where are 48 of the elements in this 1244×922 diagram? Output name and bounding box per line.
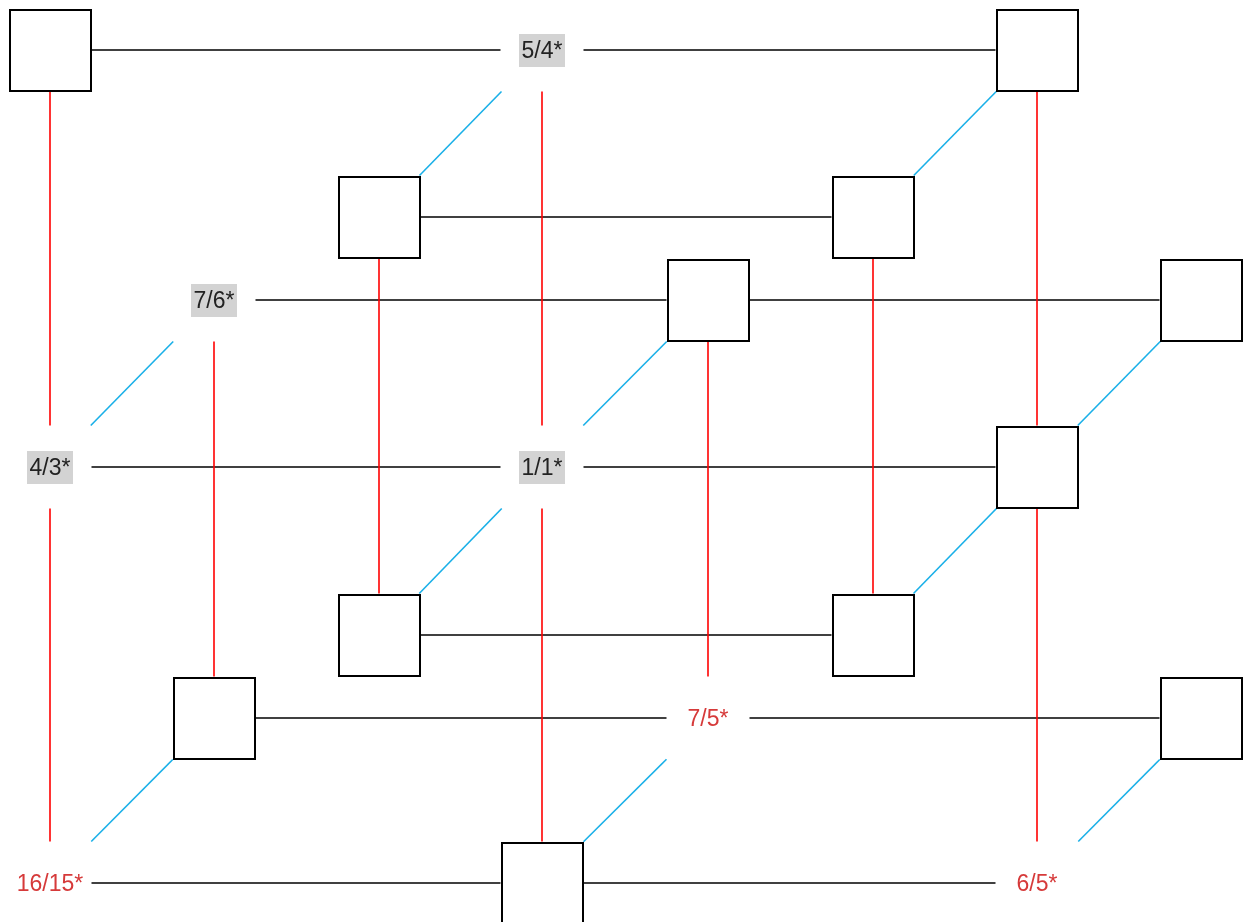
connector-line — [90, 882, 502, 884]
connector-line — [49, 507, 51, 843]
connector-line — [582, 882, 997, 884]
connector-line — [748, 299, 1161, 301]
square-node — [831, 175, 915, 259]
square-node — [666, 258, 750, 342]
connector-line — [541, 90, 543, 427]
connector-line — [254, 717, 668, 719]
connector-line — [1036, 507, 1038, 843]
connector-line — [90, 49, 502, 51]
connector-line — [912, 90, 998, 177]
square-node — [1159, 676, 1243, 760]
square-node — [172, 676, 256, 760]
square-node — [995, 425, 1079, 509]
connector-line — [912, 507, 998, 595]
connector-line — [872, 257, 874, 595]
square-node — [1159, 258, 1243, 342]
connector-line — [582, 758, 668, 843]
connector-line — [89, 340, 175, 427]
square-node — [337, 593, 421, 677]
connector-line — [90, 466, 502, 468]
square-node — [831, 593, 915, 677]
ratio-label: 5/4* — [518, 33, 566, 67]
connector-line — [707, 340, 709, 678]
connector-line — [1076, 340, 1162, 427]
connector-line — [418, 90, 503, 177]
connector-line — [541, 507, 543, 843]
connector-line — [748, 717, 1161, 719]
connector-line — [582, 49, 997, 51]
connector-line — [213, 340, 215, 678]
connector-line — [582, 466, 997, 468]
square-node — [500, 841, 584, 922]
connector-line — [378, 257, 380, 595]
connector-line — [254, 299, 668, 301]
connector-line — [419, 634, 833, 636]
connector-line — [49, 90, 51, 427]
connector-line — [418, 507, 503, 595]
square-node — [995, 8, 1079, 92]
connector-line — [1036, 90, 1038, 427]
ratio-label: 7/6* — [190, 283, 238, 317]
connector-line — [1077, 758, 1161, 843]
ratio-label: 4/3* — [26, 450, 74, 484]
ratio-label: 1/1* — [518, 450, 566, 484]
square-node — [337, 175, 421, 259]
connector-line — [582, 340, 668, 427]
square-node — [8, 8, 92, 92]
connector-line — [419, 216, 833, 218]
connector-line — [90, 758, 174, 843]
